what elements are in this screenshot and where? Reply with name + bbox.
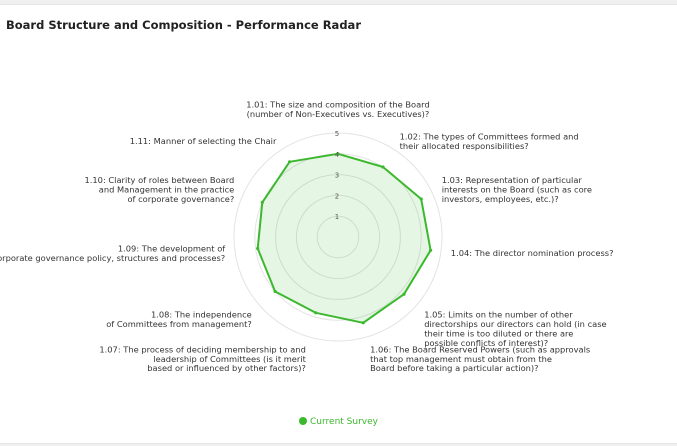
axis-label-line: that top management must obtain from the: [370, 354, 552, 364]
data-point-3[interactable]: [419, 197, 423, 201]
chart-card: Board Structure and Composition - Perfor…: [0, 4, 677, 444]
axis-label-7: 1.07: The process of deciding membership…: [99, 344, 306, 373]
axis-label-line: corporate governance policy, structures …: [0, 253, 225, 263]
axis-labels: 1.01: The size and composition of the Bo…: [0, 100, 614, 374]
axis-label-line: directorships our directors can hold (in…: [424, 319, 606, 329]
axis-label-2: 1.02: The types of Committees formed and…: [400, 131, 579, 150]
data-point-8[interactable]: [273, 289, 277, 294]
axis-label-line: 1.09: The development of: [118, 244, 226, 254]
axis-label-line: 1.04: The director nomination process?: [451, 248, 614, 258]
data-point-4[interactable]: [429, 248, 433, 252]
chart-title: Board Structure and Composition - Perfor…: [6, 18, 361, 32]
axis-label-line: of Committees from management?: [106, 319, 252, 329]
tick-label-4: 4: [335, 151, 340, 159]
data-point-2[interactable]: [381, 165, 385, 169]
data-point-11[interactable]: [288, 160, 292, 164]
grid-ring-3: [275, 174, 401, 300]
grid-ring-1: [316, 215, 360, 259]
axis-label-line: 1.03: Representation of particular: [442, 175, 583, 185]
axis-label-line: investors, employees, etc.)?: [442, 194, 559, 204]
axis-label-line: 1.11: Manner of selecting the Chair: [130, 136, 277, 146]
axis-label-line: 1.06: The Board Reserved Powers (such as…: [370, 344, 590, 354]
axis-label-5: 1.05: Limits on the number of otherdirec…: [424, 310, 606, 348]
data-point-7[interactable]: [314, 311, 318, 315]
axis-label-6: 1.06: The Board Reserved Powers (such as…: [370, 344, 590, 373]
axis-label-line: 1.10: Clarity of roles between Board: [84, 175, 234, 185]
axis-label-line: and Management in the practice: [99, 185, 235, 195]
grid-ring-2: [295, 194, 381, 280]
axis-label-line: possible conflicts of interest)?: [424, 338, 548, 348]
radial-tick-labels: 1 2 3 4 5: [335, 130, 340, 221]
legend-label: Current Survey: [310, 417, 378, 427]
chart-legend[interactable]: Current Survey: [0, 417, 677, 427]
data-point-5[interactable]: [402, 292, 406, 296]
tick-label-5: 5: [335, 130, 339, 138]
radar-series: [256, 152, 433, 325]
series-current-survey: [256, 152, 432, 324]
axis-label-line: 1.02: The types of Committees formed and: [400, 131, 579, 141]
data-point-10[interactable]: [260, 200, 264, 204]
grid-ring-5: [233, 132, 443, 342]
axis-label-line: (number of Non-Executives vs. Executives…: [247, 109, 430, 119]
axis-label-line: their time is too diluted or there are: [424, 329, 573, 339]
tick-label-3: 3: [335, 172, 339, 180]
axis-label-line: leadership of Committees (is it merit: [153, 354, 306, 364]
axis-label-line: Board before taking a particular action)…: [370, 363, 538, 373]
legend-marker: [299, 417, 307, 425]
data-point-1[interactable]: [336, 152, 340, 156]
axis-label-3: 1.03: Representation of particularintere…: [442, 175, 592, 204]
data-point-9[interactable]: [256, 246, 260, 251]
axis-label-1: 1.01: The size and composition of the Bo…: [246, 100, 429, 119]
axis-label-line: interests on the Board (such as core: [442, 185, 592, 195]
data-point-6[interactable]: [361, 321, 365, 325]
axis-label-line: of corporate governance?: [127, 194, 234, 204]
axis-label-10: 1.10: Clarity of roles between Boardand …: [84, 175, 234, 204]
axis-label-line: 1.01: The size and composition of the Bo…: [246, 100, 429, 110]
axis-label-line: based or influenced by other factors)?: [147, 363, 306, 373]
tick-label-1: 1: [335, 213, 339, 221]
axis-label-line: their allocated responsibilities?: [400, 141, 529, 151]
axis-label-line: 1.05: Limits on the number of other: [424, 310, 573, 320]
tick-label-2: 2: [335, 192, 339, 200]
axis-label-4: 1.04: The director nomination process?: [451, 248, 614, 258]
axis-label-line: 1.08: The independence: [151, 310, 252, 320]
axis-label-line: 1.07: The process of deciding membership…: [99, 344, 306, 354]
axis-label-11: 1.11: Manner of selecting the Chair: [130, 136, 277, 146]
